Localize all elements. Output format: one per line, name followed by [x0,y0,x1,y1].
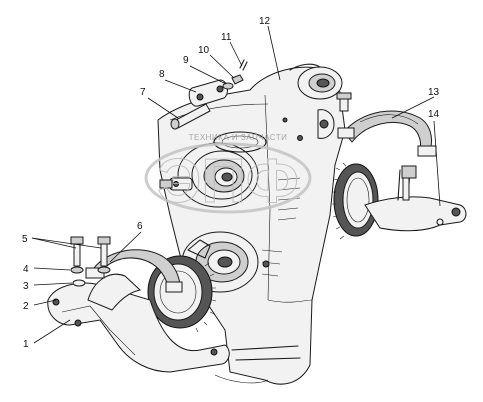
callout-14: 14 [428,109,440,120]
watermark-logo: ЭПФ ТЕХНИКА И ЗАПЧАСТИ [144,133,312,217]
clamp-strap-6 [85,249,183,293]
left-bracket [47,273,230,373]
leader-lines [31,25,441,344]
callout-1: 1 [23,339,29,350]
pin-and-plate-parts [170,59,248,130]
callout-5: 5 [22,234,28,245]
callout-11: 11 [221,32,232,43]
gearbox-housing [157,63,352,385]
callout-3: 3 [23,281,29,292]
callout-7: 7 [140,87,146,98]
callout-12: 12 [259,16,271,27]
callout-9: 9 [183,55,189,66]
watermark-logo-text: ЭПФ [157,147,299,216]
left-fasteners [70,236,111,287]
callout-10: 10 [198,45,210,56]
callout-4: 4 [23,264,29,275]
callout-labels: 1 2 3 4 5 6 7 8 9 10 11 12 13 14 [22,16,440,350]
callout-13: 13 [428,87,440,98]
callout-2: 2 [23,301,29,312]
right-bracket [364,165,467,232]
callout-6: 6 [137,221,143,232]
right-gear-ring [332,162,379,240]
callout-8: 8 [159,69,165,80]
clamp-strap-13 [337,110,437,157]
watermark-subtitle: ТЕХНИКА И ЗАПЧАСТИ [189,133,288,142]
